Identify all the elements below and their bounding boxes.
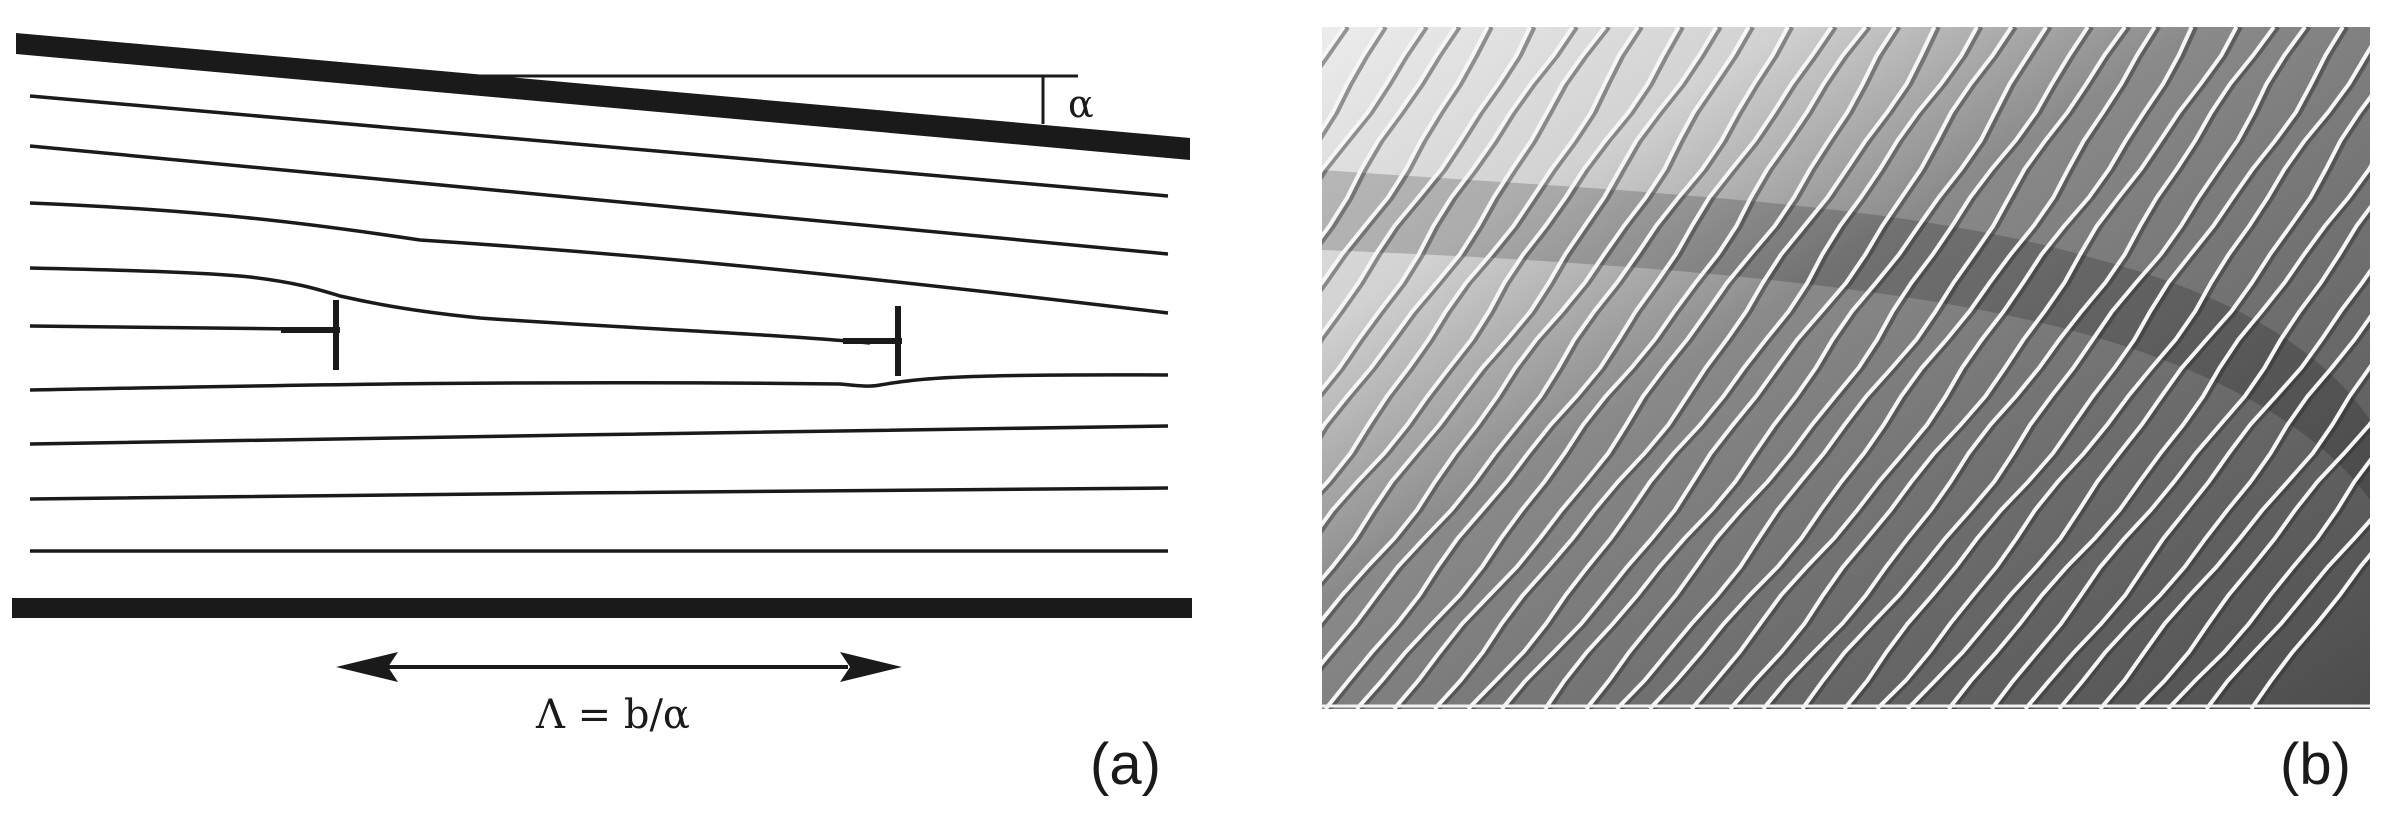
terrace-step <box>1322 27 1575 393</box>
terrace-step <box>2135 420 2370 709</box>
terrace-step <box>1322 27 1490 287</box>
dislocation-icon <box>843 306 902 376</box>
terrace-step-shadow <box>1436 27 1941 709</box>
terrace-step <box>1728 27 2239 709</box>
terrace-step <box>1500 27 2014 709</box>
terrace-step <box>1322 27 1719 582</box>
terrace-step <box>1543 27 2048 709</box>
terrace-step <box>1906 94 2370 709</box>
panel-b-micrograph: (b) <box>1322 27 2370 797</box>
terrace-step <box>1615 27 2127 709</box>
terrace-step-shadow <box>2170 461 2370 709</box>
terrace-step-shadow <box>1732 27 2243 709</box>
terrace-step-shadow <box>1322 27 1723 588</box>
terrace-step <box>1392 27 1897 709</box>
dislocation-icon <box>281 300 340 370</box>
plane-line <box>29 94 1169 198</box>
terrace-step <box>1800 27 2307 709</box>
terrace-step-shadow <box>1322 27 1611 440</box>
terrace-step-shadow <box>1846 27 2349 709</box>
terrace-step <box>1648 27 2157 709</box>
terrace-step-shadow <box>1765 27 2280 709</box>
terrace-step-shadow <box>1322 27 1579 399</box>
terrace-step-shadow <box>1322 27 1644 496</box>
terrace-step-shadow <box>2027 272 2370 709</box>
terrace-step-shadow <box>1993 208 2370 709</box>
plane-line <box>29 424 1169 446</box>
double-arrow-icon <box>336 652 902 682</box>
terrace-step-shadow <box>1322 27 1795 672</box>
terrace-step-shadow <box>1618 27 2131 709</box>
terrace-step-shadow <box>1327 27 1838 709</box>
terrace-step-shadow <box>1547 27 2053 709</box>
terrace-step-shadow <box>1322 27 1429 181</box>
terrace-step-shadow <box>1909 98 2370 709</box>
terrace-step <box>1842 27 2345 709</box>
crystal-planes <box>29 94 1169 553</box>
terrace-step-shadow <box>1879 50 2370 709</box>
angle-alpha-label: α <box>1068 82 1094 126</box>
terrace-step-shadow <box>1950 169 2370 709</box>
tilted-top-boundary <box>16 33 1190 160</box>
terrace-step-shadow <box>1322 27 1537 344</box>
terrace-step-shadow <box>1651 27 2161 709</box>
terrace-step-shadow <box>1588 27 2094 709</box>
bottom-boundary <box>12 598 1192 618</box>
terrace-step <box>1322 27 1751 624</box>
panel-a-schematic: α Λ = b/α <box>12 33 1192 797</box>
terrace-step <box>1584 27 2090 709</box>
terrace-step <box>1466 27 1979 709</box>
terrace-step <box>1355 27 1867 709</box>
terrace-step-shadow <box>1804 27 2312 709</box>
terrace-step <box>1322 27 1790 667</box>
terrace-step-shadow <box>1322 27 1755 629</box>
terrace-step <box>2166 457 2370 709</box>
plane-line <box>29 144 1169 256</box>
panel-b-label: (b) <box>2280 732 2351 797</box>
terrace-step <box>2098 363 2370 709</box>
terrace-step <box>1322 27 1607 432</box>
terrace-step <box>1322 27 1457 240</box>
terrace-step <box>1690 27 2194 709</box>
terrace-step <box>1947 163 2370 709</box>
terrace-step-shadow <box>1470 27 1984 709</box>
terrace-step-shadow <box>1322 27 1462 246</box>
terrace-step <box>2249 551 2370 709</box>
plane-line <box>29 373 1169 392</box>
terrace-step-shadow <box>2102 368 2370 709</box>
terrace-step-shadow <box>2253 555 2370 709</box>
micrograph-dark-band <box>1322 170 2370 500</box>
terrace-step-shadow <box>1693 27 2198 709</box>
terrace-step <box>2023 267 2370 709</box>
terrace-step-shadow <box>2061 318 2370 709</box>
terrace-step <box>1322 27 1532 337</box>
terrace-step-shadow <box>2208 521 2370 709</box>
plane-line <box>29 266 871 345</box>
terrace-step-shadow <box>1358 27 1872 709</box>
terrace-step-shadow <box>1396 27 1902 709</box>
terrace-step <box>1322 27 1681 528</box>
terrace-step-shadow <box>1503 27 2018 709</box>
terrace-step <box>1761 27 2276 709</box>
plane-line <box>29 486 1169 501</box>
terrace-step <box>1322 27 1640 491</box>
terrace-step <box>1875 44 2370 709</box>
terrace-stripes <box>1322 27 2370 709</box>
panel-a-label: (a) <box>1090 732 1161 797</box>
terrace-step <box>1990 204 2370 709</box>
terrace-step-shadow <box>2139 424 2370 709</box>
period-label: Λ = b/α <box>535 692 690 738</box>
terrace-step <box>1322 27 1425 173</box>
terrace-step <box>2204 517 2370 709</box>
terrace-step-shadow <box>1322 27 1685 534</box>
plane-line <box>29 324 296 331</box>
terrace-step-shadow <box>1322 27 1494 293</box>
terrace-step <box>1433 27 1937 709</box>
terrace-step <box>2057 313 2370 709</box>
plane-line <box>29 201 1169 315</box>
terrace-step <box>1323 27 1834 709</box>
